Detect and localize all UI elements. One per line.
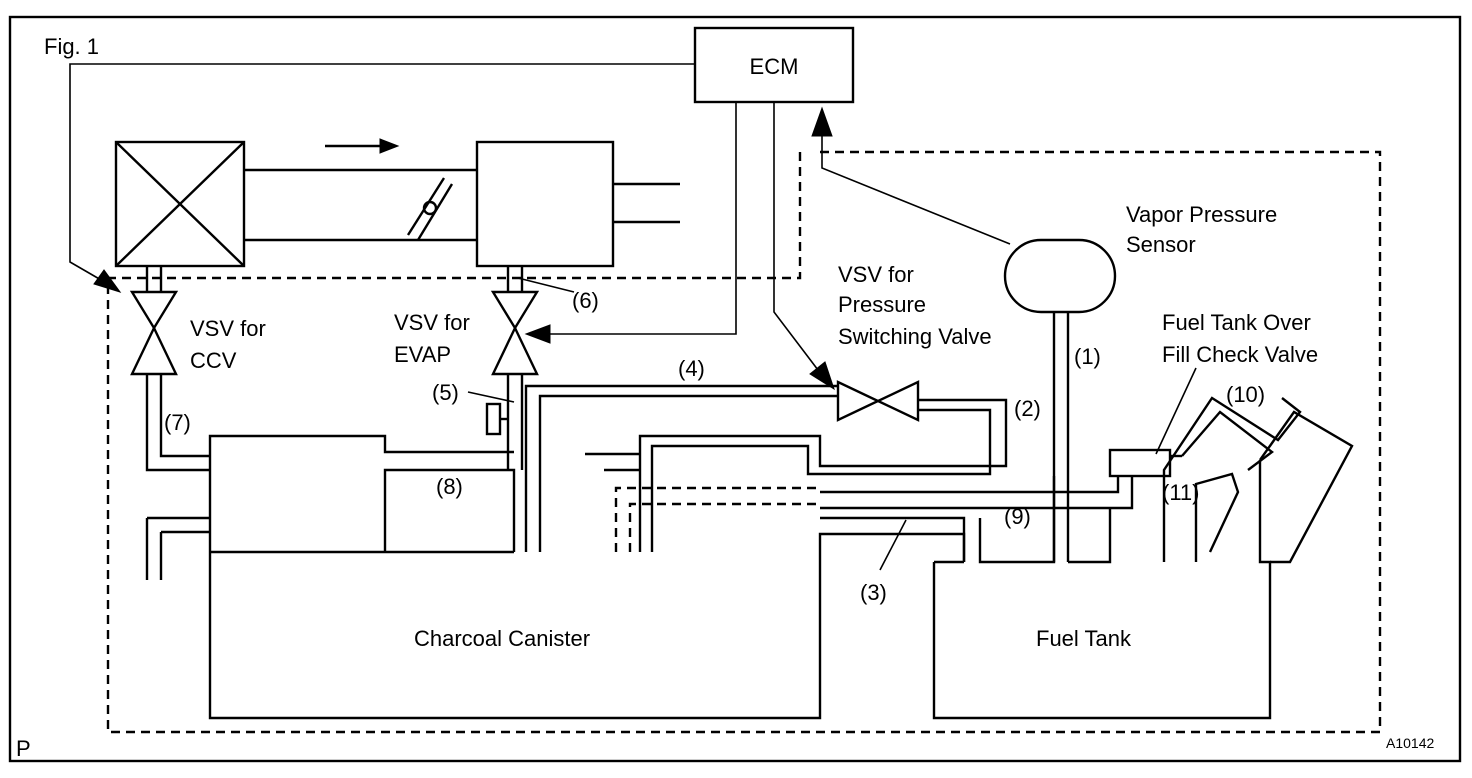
callout-7: (7) (164, 410, 191, 435)
overfill-label-1: Fuel Tank Over (1162, 310, 1311, 335)
ecm-line-to-ccv (69, 63, 695, 285)
vsv-ccv-label-2: CCV (190, 348, 237, 373)
vapor-sensor-label-1: Vapor Pressure (1126, 202, 1277, 227)
dashed-boundary (106, 150, 1382, 734)
vapor-sensor-label-2: Sensor (1126, 232, 1196, 257)
callout-2: (2) (1014, 396, 1041, 421)
vsv-pressure-label-2: Pressure (838, 292, 926, 317)
figure-label: Fig. 1 (44, 34, 99, 59)
vsv-ccv-valve (129, 290, 179, 376)
ecm-line-to-evap (548, 102, 737, 335)
vapor-pressure-sensor (1003, 238, 1117, 314)
ecm-label: ECM (750, 54, 799, 79)
vsv-pressure-label-1: VSV for (838, 262, 914, 287)
vsv-ccv-label-1: VSV for (190, 316, 266, 341)
callout-10: (10) (1226, 382, 1265, 407)
ecm-line-to-pressure-vsv (773, 102, 819, 371)
filler-neck (1162, 396, 1354, 564)
callout-1: (1) (1074, 344, 1101, 369)
evap-test-port (485, 402, 502, 436)
reference-code: A10142 (1386, 735, 1434, 751)
corner-mark: P (16, 736, 31, 761)
callout-4: (4) (678, 356, 705, 381)
callout-6: (6) (572, 288, 599, 313)
intake-manifold (475, 140, 615, 268)
vsv-pressure-label-3: Switching Valve (838, 324, 992, 349)
vsv-evap-valve (490, 290, 540, 376)
sensor-signal-arrow (811, 106, 833, 137)
evap-signal-arrow (524, 324, 551, 344)
vsv-evap-label-2: EVAP (394, 342, 451, 367)
figure-frame (8, 15, 1462, 763)
throttle-valve (406, 177, 454, 241)
fuel-tank (932, 460, 1272, 720)
callout-8: (8) (436, 474, 463, 499)
callout-3: (3) (860, 580, 887, 605)
sensor-line-to-ecm (821, 136, 1011, 245)
callout-9: (9) (1004, 504, 1031, 529)
pressure-vsv-signal-arrow (809, 361, 835, 391)
callout-5: (5) (432, 380, 459, 405)
vsv-evap-label-1: VSV for (394, 310, 470, 335)
overfill-label-2: Fill Check Valve (1162, 342, 1318, 367)
callout-11: (11) (1162, 480, 1200, 505)
airflow-arrow (325, 138, 400, 154)
overfill-check-valve (1108, 448, 1172, 478)
charcoal-canister-label: Charcoal Canister (414, 626, 590, 651)
ccv-signal-arrow (93, 269, 122, 293)
air-cleaner (114, 140, 246, 268)
fuel-tank-label: Fuel Tank (1036, 626, 1132, 651)
vsv-pressure-switching-valve (836, 380, 920, 422)
